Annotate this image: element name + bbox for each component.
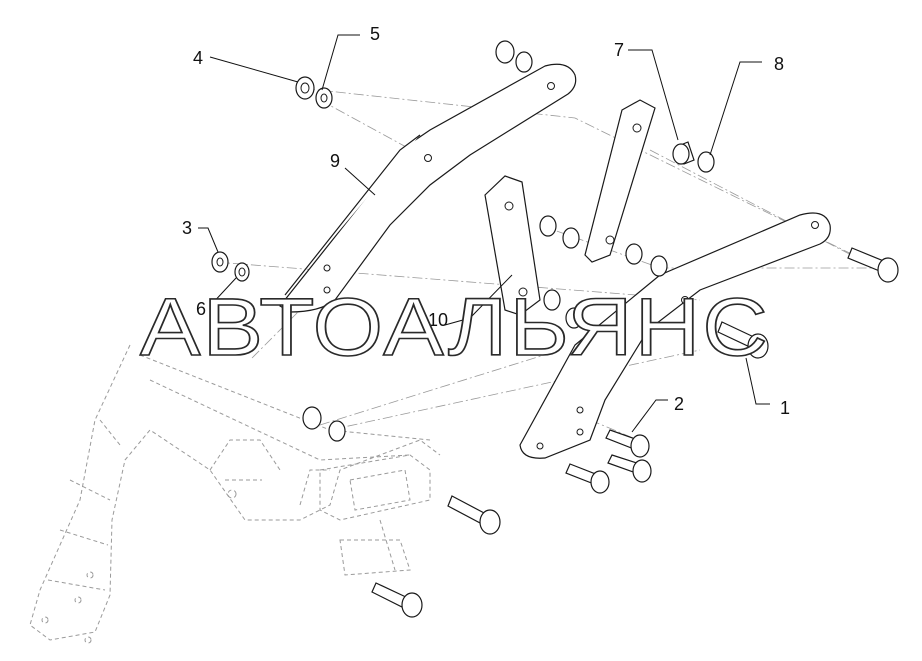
bushing-part-8 bbox=[697, 151, 715, 173]
frame-ghost-outline bbox=[29, 344, 441, 644]
bracket-right bbox=[519, 212, 831, 459]
bolt-lower-1 bbox=[607, 454, 652, 483]
bolt-lower-2 bbox=[565, 463, 610, 494]
nut-part-3 bbox=[211, 251, 229, 273]
bracket-part-9 bbox=[279, 63, 577, 313]
washer-part-5 bbox=[315, 87, 333, 109]
bolt-part-2 bbox=[605, 429, 650, 458]
bushing-part-7 bbox=[672, 141, 695, 165]
bolt-right bbox=[847, 247, 899, 283]
nut-lower bbox=[302, 406, 346, 442]
washer-part-6 bbox=[234, 262, 250, 282]
nut-top bbox=[495, 40, 533, 73]
callout-6: 6 bbox=[196, 299, 206, 319]
bolt-part-1 bbox=[717, 321, 769, 359]
callout-4: 4 bbox=[193, 48, 203, 68]
watermark-text: АВТОАЛЬЯНС bbox=[140, 282, 770, 373]
callout-2: 2 bbox=[674, 394, 684, 414]
callout-1: 1 bbox=[780, 398, 790, 418]
link-part-10 bbox=[484, 175, 541, 316]
callout-10: 10 bbox=[428, 310, 448, 330]
callout-labels: 1 2 3 4 5 6 7 8 9 10 bbox=[182, 24, 790, 418]
callout-8: 8 bbox=[774, 54, 784, 74]
bushings-middle bbox=[539, 215, 668, 329]
nut-part-4 bbox=[295, 76, 315, 100]
bolt-frame-1 bbox=[447, 495, 501, 535]
callout-9: 9 bbox=[330, 151, 340, 171]
bolt-frame-2 bbox=[371, 582, 423, 618]
leader-lines bbox=[198, 34, 770, 433]
callout-7: 7 bbox=[614, 40, 624, 60]
callout-3: 3 bbox=[182, 218, 192, 238]
callout-5: 5 bbox=[370, 24, 380, 44]
middle-link bbox=[584, 99, 656, 263]
